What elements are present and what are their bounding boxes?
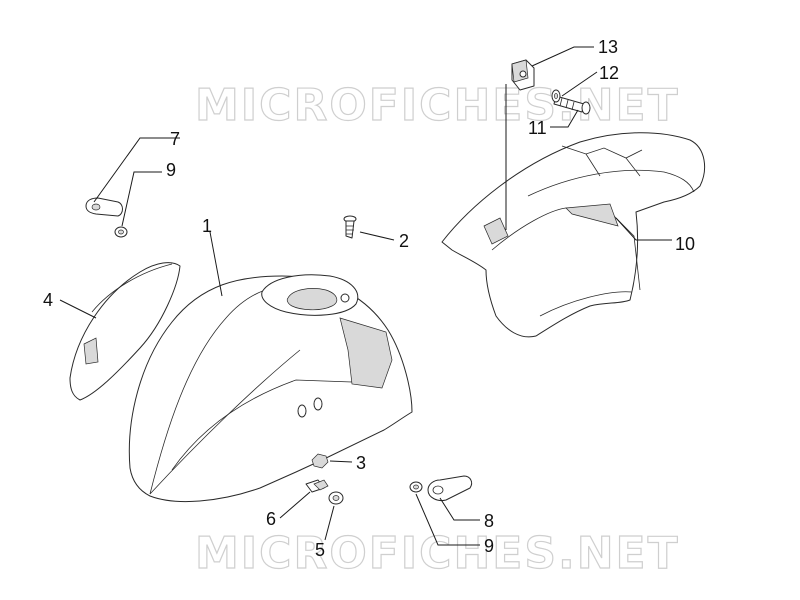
bolt-part-6	[305, 479, 329, 493]
watermark-top: MICROFICHES.NET	[195, 80, 680, 131]
watermark-bottom: MICROFICHES.NET	[195, 528, 680, 579]
leader-lines	[59, 46, 672, 546]
clip-nut-part-13	[511, 59, 535, 91]
callouts: 1 2 3 4 5 6 7 8 9 9 10 11 12 13	[43, 37, 695, 560]
washer-part-5	[328, 491, 344, 505]
callout-3: 3	[356, 453, 366, 473]
screw-part-11	[553, 95, 591, 115]
washer-part-9-upper	[114, 226, 128, 238]
callout-4: 4	[43, 290, 53, 310]
callout-13: 13	[598, 37, 618, 57]
callout-9-lower: 9	[484, 536, 494, 556]
callout-10: 10	[675, 234, 695, 254]
plate-part-7	[85, 197, 123, 217]
callout-12: 12	[599, 63, 619, 83]
washer-part-12	[551, 89, 561, 103]
screw-part-2	[343, 215, 357, 239]
callout-5: 5	[315, 540, 325, 560]
callout-9-upper: 9	[166, 160, 176, 180]
washer-part-9-lower	[409, 481, 423, 493]
callout-2: 2	[399, 231, 409, 251]
nut-part-3	[311, 453, 329, 469]
callout-6: 6	[266, 509, 276, 529]
plate-part-8	[427, 475, 473, 501]
callout-7: 7	[170, 129, 180, 149]
callout-11: 11	[528, 118, 547, 138]
rear-mudguard	[441, 132, 706, 338]
front-mudguard	[128, 274, 413, 503]
callout-8: 8	[484, 511, 494, 531]
callout-1: 1	[202, 216, 212, 236]
reflector-part-4	[69, 262, 181, 401]
